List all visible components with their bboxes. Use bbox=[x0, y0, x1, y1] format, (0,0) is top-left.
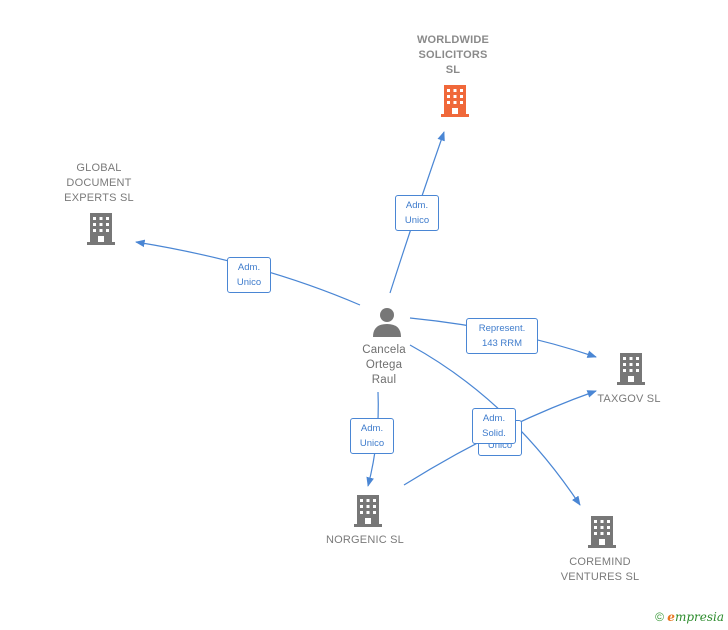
edge-label-represent-taxgov: Represent. 143 RRM bbox=[466, 318, 538, 354]
empresia-brand: © empresia bbox=[655, 610, 724, 624]
brand-e: e bbox=[667, 610, 675, 624]
node-label-coremind: COREMIND VENTURES SL bbox=[560, 556, 640, 583]
building-icon-global[interactable] bbox=[84, 212, 118, 246]
person-icon[interactable] bbox=[371, 306, 403, 338]
building-icon-worldwide[interactable] bbox=[438, 84, 472, 118]
edge-label-adm-solid-taxgov: Adm. Solid. bbox=[472, 408, 516, 444]
building-icon-norgenic[interactable] bbox=[351, 494, 385, 528]
node-label-taxgov: TAXGOV SL bbox=[597, 393, 661, 405]
edge-label-adm-unico-norgenic: Adm. Unico bbox=[350, 418, 394, 454]
node-label-worldwide: WORLDWIDE SOLICITORS SL bbox=[416, 34, 490, 76]
building-icon-taxgov[interactable] bbox=[614, 352, 648, 386]
brand-name: mpresia bbox=[674, 610, 724, 624]
edge-label-adm-unico-worldwide: Adm. Unico bbox=[395, 195, 439, 231]
node-label-global: GLOBAL DOCUMENT EXPERTS SL bbox=[64, 162, 134, 204]
edge-label-adm-unico-global: Adm. Unico bbox=[227, 257, 271, 293]
node-label-person: Cancela Ortega Raul bbox=[362, 344, 406, 386]
copyright-icon: © bbox=[655, 610, 664, 624]
node-label-norgenic: NORGENIC SL bbox=[326, 534, 404, 546]
building-icon-coremind[interactable] bbox=[585, 515, 619, 549]
